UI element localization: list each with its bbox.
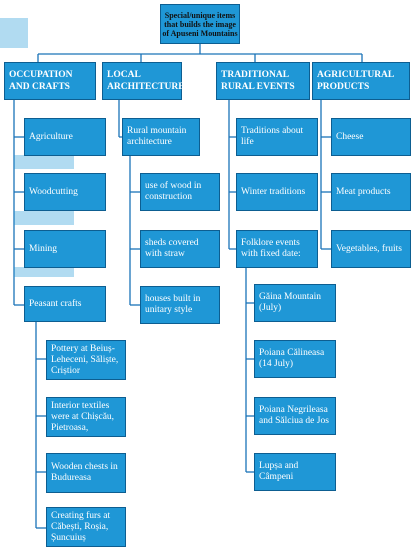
subitem-interior-textiles: Interior textiles were at Chișcău, Pietr… [46,397,126,437]
header-occupation-crafts: OCCUPATION AND CRAFTS [4,62,96,100]
item-traditions-life: Traditions about life [236,118,318,156]
subitem-pottery: Pottery at Beiuș-Leheceni, Săliște, Criș… [46,340,126,380]
subitem-wooden-chests: Wooden chests in Budureasa [46,453,126,493]
background-artifact [14,211,74,225]
item-mining: Mining [24,230,106,268]
item-agriculture: Agriculture [24,118,106,156]
item-rural-mountain-architecture: Rural mountain architecture [122,118,200,156]
subitem-lupsa-campeni: Lupșa and Câmpeni [254,453,336,491]
item-vegetables-fruits: Vegetables, fruits [331,230,411,268]
item-sheds-straw: sheds covered with straw [140,230,220,268]
header-agricultural-products: AGRICULTURAL PRODUCTS [312,62,410,100]
subitem-creating-furs: Creating furs at Căbești, Roșia, Șuncuiu… [46,507,126,547]
background-artifact [14,155,74,169]
background-artifact [14,267,74,277]
subitem-gaina-mountain: Găina Mountain (July) [254,284,336,322]
item-meat-products: Meat products [331,173,411,211]
item-winter-traditions: Winter traditions [236,173,318,211]
item-peasant-crafts: Peasant crafts [24,286,106,322]
item-use-of-wood: use of wood in construction [140,173,220,211]
item-folklore-events: Folklore events with fixed date: [236,230,318,268]
item-houses-unitary: houses built in unitary style [140,286,220,324]
item-cheese: Cheese [331,118,411,156]
item-woodcutting: Woodcutting [24,173,106,211]
subitem-poiana-calineasa: Poiana Călineasa (14 July) [254,340,336,378]
subitem-poiana-negrileasa: Poiana Negrileasa and Sălciua de Jos [254,397,336,435]
root-node: Special/unique items that builds the ima… [160,4,240,44]
header-local-architecture: LOCAL ARCHITECTURE [102,62,185,100]
background-artifact [0,18,28,48]
header-traditional-rural-events: TRADITIONAL RURAL EVENTS [216,62,310,100]
